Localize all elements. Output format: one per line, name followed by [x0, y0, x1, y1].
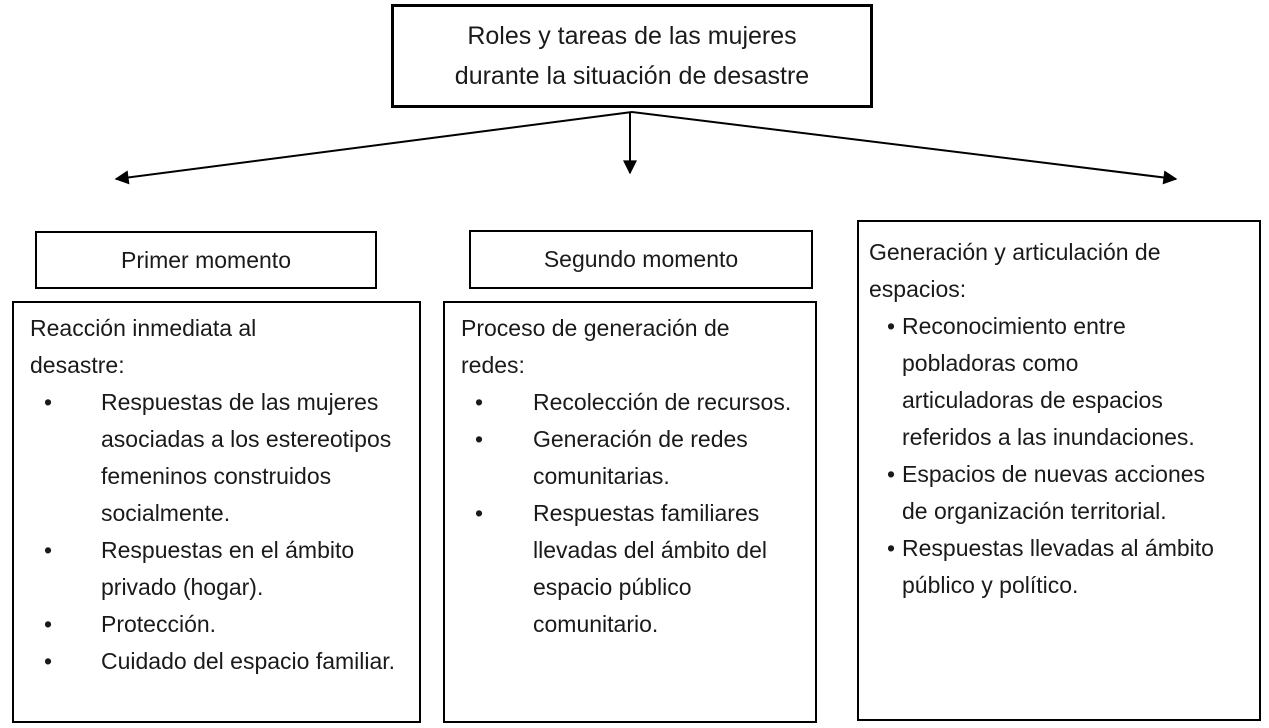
- content-box-second-moment: Proceso de generación de redes: Recolecc…: [443, 301, 817, 723]
- bullet-item: Protección.: [30, 606, 409, 643]
- bullet-item: Respuestas de las mujeres asociadas a lo…: [30, 384, 409, 532]
- bullet-item: Respuestas familiares llevadas del ámbit…: [461, 495, 805, 643]
- arrow-to-first-column-icon: [114, 111, 633, 185]
- header-label-first-moment: Primer momento: [121, 246, 291, 273]
- bullet-item: Respuestas llevadas al ámbito público y …: [869, 530, 1215, 604]
- bullet-item: Generación de redes comunitarias.: [461, 421, 805, 495]
- bullet-item: Respuestas en el ámbito privado (hogar).: [30, 532, 409, 606]
- content-box-first-moment: Reacción inmediata al desastre: Respuest…: [12, 301, 421, 723]
- title-line-2: durante la situación de desastre: [454, 62, 810, 90]
- content-box-spaces: Generación y articulación de espacios: R…: [857, 220, 1261, 721]
- box-intro-spaces: Generación y articulación de espacios:: [869, 239, 1161, 302]
- bullet-item: Espacios de nuevas acciones de organizac…: [869, 456, 1215, 530]
- title-box: Roles y tareas de las mujeres durante la…: [391, 4, 873, 108]
- bullet-list-spaces: Reconocimiento entre pobladoras como art…: [869, 308, 1251, 604]
- title-line-1: Roles y tareas de las mujeres: [467, 22, 797, 50]
- bullet-list-second-moment: Recolección de recursos. Generación de r…: [461, 384, 805, 643]
- header-box-second-moment: Segundo momento: [469, 230, 813, 289]
- bullet-item: Cuidado del espacio familiar.: [30, 643, 409, 680]
- header-label-second-moment: Segundo momento: [543, 246, 739, 272]
- box-intro-second-moment: Proceso de generación de redes:: [461, 315, 730, 378]
- bullet-item: Reconocimiento entre pobladoras como art…: [869, 308, 1215, 456]
- box-intro-first-moment: Reacción inmediata al desastre:: [30, 315, 257, 378]
- header-box-first-moment: Primer momento: [35, 231, 377, 289]
- bullet-list-first-moment: Respuestas de las mujeres asociadas a lo…: [30, 384, 409, 680]
- bullet-item: Recolección de recursos.: [461, 384, 805, 421]
- arrow-to-third-column-icon: [631, 111, 1178, 185]
